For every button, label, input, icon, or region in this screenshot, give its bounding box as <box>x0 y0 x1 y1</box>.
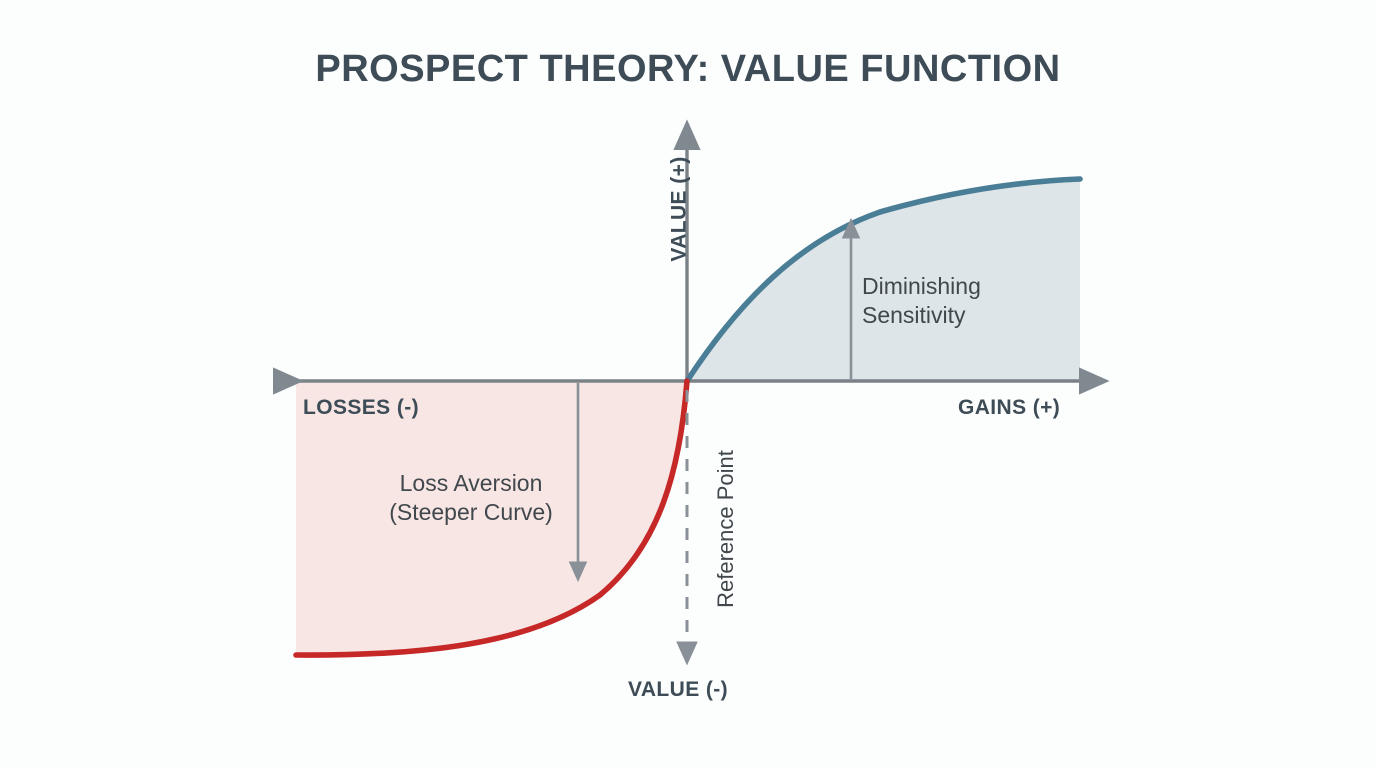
reference-point-annotation: Reference Point <box>712 450 738 608</box>
loss-aversion-annotation: Loss Aversion (Steeper Curve) <box>389 470 553 526</box>
losses-area-fill <box>296 381 687 656</box>
page-title: PROSPECT THEORY: VALUE FUNCTION <box>315 48 1061 90</box>
y-axis-negative-label: VALUE (-) <box>628 678 729 701</box>
y-axis-positive-label: VALUE (+) <box>667 156 691 262</box>
x-axis-gains-label: GAINS (+) <box>958 396 1061 419</box>
diminishing-sensitivity-annotation: Diminishing Sensitivity <box>862 273 981 329</box>
losses-curve <box>293 378 690 658</box>
gains-area-fill <box>687 179 1080 381</box>
x-axis-losses-label: LOSSES (-) <box>303 396 420 419</box>
gains-curve <box>684 176 1083 384</box>
